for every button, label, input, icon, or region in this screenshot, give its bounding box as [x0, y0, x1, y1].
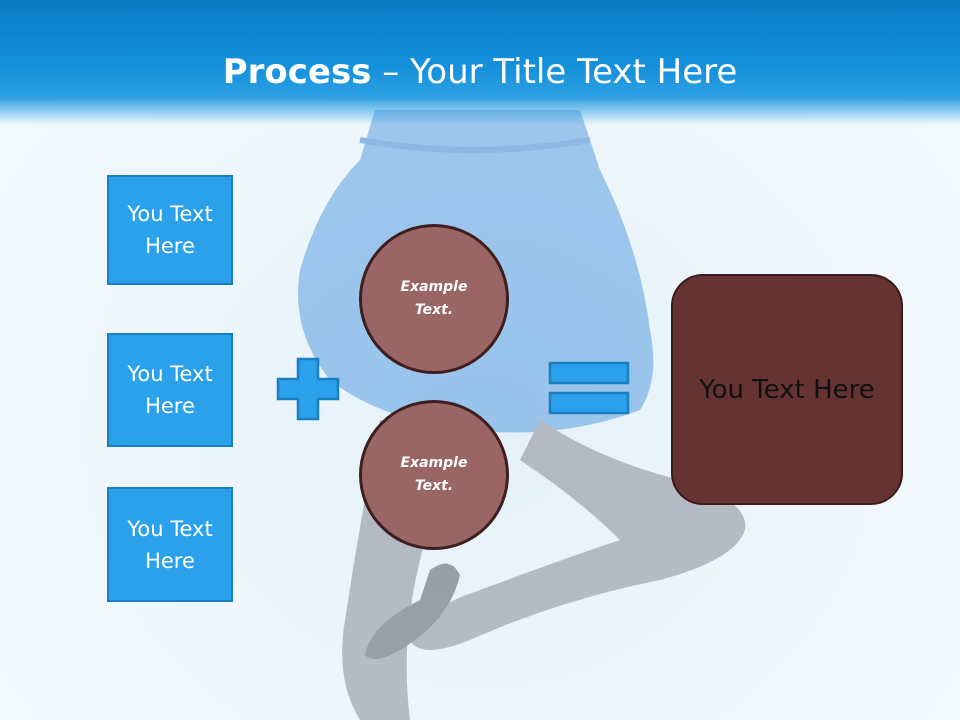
operand-circle-2[interactable]: Example Text.	[359, 400, 509, 550]
input-box-3[interactable]: You Text Here	[107, 487, 233, 602]
result-label: You Text Here	[699, 374, 875, 405]
input-box-2[interactable]: You Text Here	[107, 333, 233, 447]
slide-title: Process – Your Title Text Here	[0, 52, 960, 92]
result-box[interactable]: You Text Here	[671, 274, 903, 505]
operand-label: Example Text.	[400, 455, 468, 494]
title-rest: – Your Title Text Here	[371, 52, 738, 92]
operand-label: Example Text.	[400, 279, 468, 318]
input-box-label: You Text Here	[127, 202, 213, 258]
operand-circle-1[interactable]: Example Text.	[359, 224, 509, 374]
plus-icon	[276, 357, 340, 421]
equals-icon	[548, 361, 630, 415]
title-bar	[0, 0, 960, 125]
input-box-1[interactable]: You Text Here	[107, 175, 233, 285]
input-box-label: You Text Here	[127, 516, 213, 573]
title-bold: Process	[222, 52, 372, 92]
input-box-label: You Text Here	[127, 362, 213, 418]
